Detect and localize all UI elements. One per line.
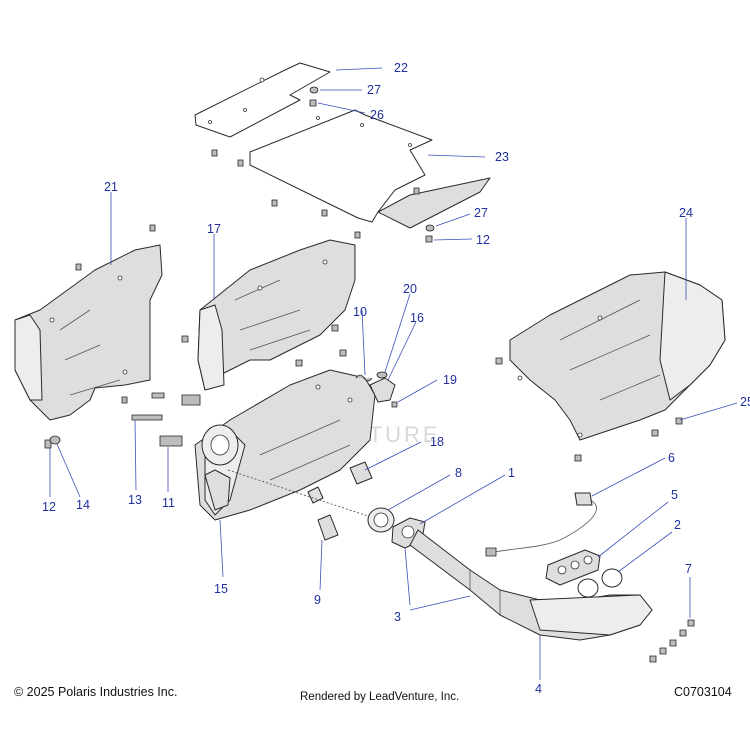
callout-5: 5	[671, 488, 678, 502]
callout-27-top: 27	[367, 83, 381, 97]
dashed-centerline	[227, 469, 396, 526]
callout-9: 9	[314, 593, 321, 607]
part-4-header-pipe[interactable]	[409, 529, 653, 641]
part-13-bolt[interactable]	[131, 414, 163, 421]
callout-15: 15	[214, 582, 228, 596]
fasteners-21	[75, 224, 156, 404]
callout-22: 22	[394, 61, 408, 75]
part-11-spring[interactable]	[159, 435, 183, 447]
callout-20: 20	[403, 282, 417, 296]
callout-24: 24	[679, 206, 693, 220]
part-16-outlet-pipe[interactable]	[369, 377, 396, 403]
callout-19: 19	[443, 373, 457, 387]
fasteners-7[interactable]	[649, 619, 695, 663]
diagram-code: C0703104	[674, 685, 732, 699]
callout-25: 25	[740, 395, 750, 409]
fasteners-top	[211, 149, 420, 239]
callout-21: 21	[104, 180, 118, 194]
part-22-heat-shield-plate[interactable]	[194, 62, 331, 138]
callout-12-right: 12	[476, 233, 490, 247]
fasteners-17	[181, 324, 347, 367]
washer-27-top[interactable]	[309, 86, 319, 94]
callout-11: 11	[162, 496, 175, 510]
part-20-gasket[interactable]	[376, 371, 388, 379]
part-17-heat-shield-center[interactable]	[197, 239, 356, 391]
grommet-lower	[307, 486, 324, 504]
rendered-by-text: Rendered by LeadVenture, Inc.	[300, 691, 460, 703]
part-23-heat-shield-plate[interactable]	[249, 109, 491, 229]
spring-upper	[151, 392, 201, 406]
callout-6: 6	[668, 451, 675, 465]
bolt-19[interactable]	[391, 401, 398, 408]
bolt-12-left[interactable]	[44, 439, 52, 449]
callout-7: 7	[685, 562, 692, 576]
bolt-25[interactable]	[675, 417, 683, 425]
part-21-heat-shield-left[interactable]	[14, 244, 163, 421]
callout-10: 10	[353, 305, 367, 319]
callout-2: 2	[674, 518, 681, 532]
part-6-o2-sensor[interactable]	[485, 492, 597, 557]
callout-18: 18	[430, 435, 444, 449]
callouts: 22 27 26 23 27 12 21 17 24 25 10 20 16 1…	[42, 61, 750, 696]
callout-16: 16	[410, 311, 424, 325]
fasteners-24	[495, 357, 659, 462]
part-10-spring[interactable]	[355, 374, 373, 382]
callout-12-left: 12	[42, 500, 56, 514]
part-2-clamps[interactable]	[577, 568, 623, 598]
callout-4: 4	[535, 682, 542, 696]
part-8-gasket-ring[interactable]	[367, 507, 395, 533]
part-9-mount[interactable]	[317, 514, 339, 541]
part-18-grommet[interactable]	[349, 461, 373, 485]
callout-23: 23	[495, 150, 509, 164]
callout-13: 13	[128, 493, 142, 507]
leader-lines	[49, 67, 738, 680]
callout-8: 8	[455, 466, 462, 480]
callout-27-right: 27	[474, 206, 488, 220]
washer-14[interactable]	[49, 435, 61, 445]
callout-1: 1	[508, 466, 515, 480]
part-24-heat-shield-right[interactable]	[509, 271, 726, 441]
callout-17: 17	[207, 222, 221, 236]
callout-26: 26	[370, 108, 384, 122]
washer-27-right[interactable]	[425, 224, 435, 232]
callout-3: 3	[394, 610, 401, 624]
copyright-text: © 2025 Polaris Industries Inc.	[14, 685, 178, 699]
bolt-26-top[interactable]	[309, 99, 317, 107]
part-5-exhaust-gasket[interactable]	[545, 549, 601, 586]
callout-14: 14	[76, 498, 90, 512]
bolt-12-right[interactable]	[425, 235, 433, 243]
part-15-muffler[interactable]	[194, 369, 376, 521]
